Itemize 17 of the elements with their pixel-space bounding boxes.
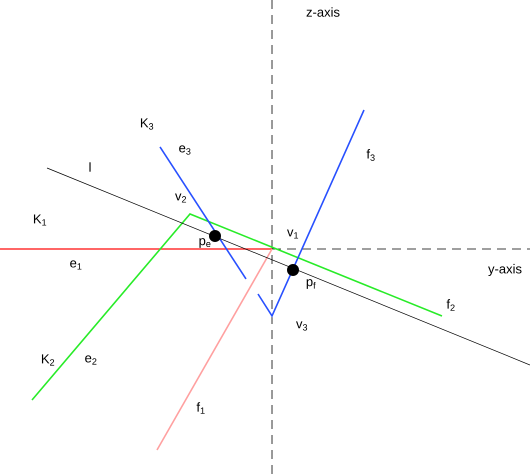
axis-label: v$_{2}$ <box>175 193 186 203</box>
axis-label: e$_{1}$ <box>70 260 82 270</box>
axis-label: z-axis <box>306 7 340 17</box>
axis-label: p$_{f}$ <box>306 279 316 289</box>
axis-label: p$_{e}$ <box>199 238 210 248</box>
axis-label: v$_{1}$ <box>287 230 298 238</box>
axis-label: l <box>89 162 91 172</box>
axis-label: f$_{2}$ <box>446 299 455 311</box>
axis-label: y-axis <box>488 264 522 276</box>
axis-label: f$_{3}$ <box>366 149 375 161</box>
axis-label: v$_{3}$ <box>296 321 308 331</box>
axis-label: f$_{1}$ <box>196 402 205 414</box>
axis-label: K$_{1}$ <box>34 214 46 226</box>
axis-label: K$_{3}$ <box>140 118 154 130</box>
axis-label: e$_{3}$ <box>179 145 190 155</box>
axis-label: K$_{2}$ <box>42 354 54 366</box>
axis-label: e$_{2}$ <box>85 355 96 365</box>
